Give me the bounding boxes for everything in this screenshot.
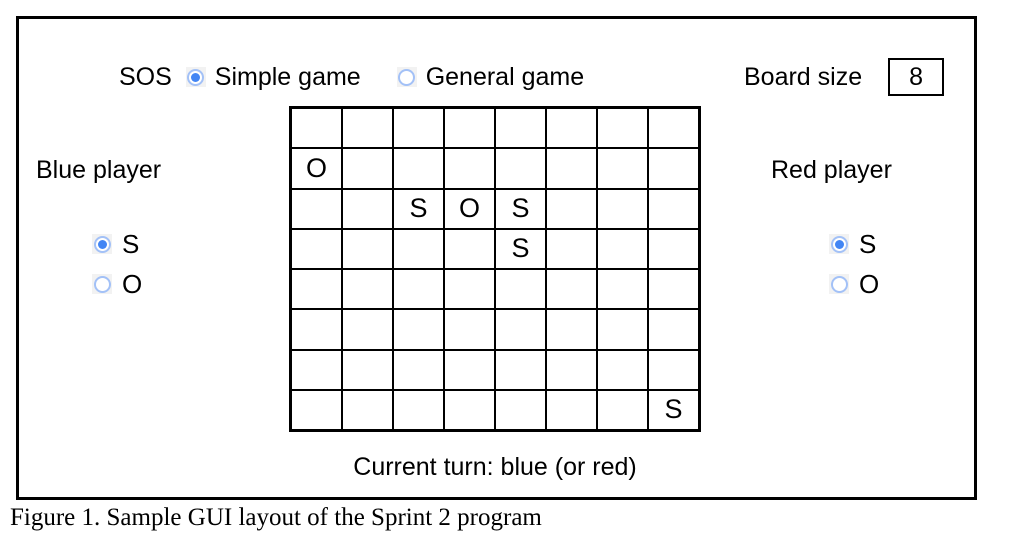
blue-o-radio[interactable] — [92, 274, 112, 294]
board-cell[interactable] — [546, 228, 597, 269]
blue-player-radios: S O — [92, 224, 142, 304]
board-cell[interactable] — [444, 389, 495, 430]
board-cell[interactable] — [393, 349, 444, 390]
board-cell[interactable] — [597, 148, 648, 189]
red-o-label[interactable]: O — [859, 268, 880, 299]
red-o-radio[interactable] — [829, 274, 849, 294]
board-cell[interactable] — [342, 228, 393, 269]
board-cell[interactable] — [393, 309, 444, 350]
board-cell[interactable] — [597, 309, 648, 350]
figure-caption: Figure 1. Sample GUI layout of the Sprin… — [10, 504, 542, 531]
board-cell[interactable] — [444, 108, 495, 149]
board-cell[interactable]: S — [495, 188, 546, 229]
board-cell[interactable] — [546, 188, 597, 229]
simple-game-radio[interactable] — [185, 67, 206, 87]
board-size-input[interactable] — [888, 58, 945, 96]
board-cell[interactable] — [291, 188, 342, 229]
blue-s-option[interactable]: S — [92, 224, 142, 264]
blue-o-label[interactable]: O — [122, 268, 143, 299]
board-cell[interactable] — [393, 148, 444, 189]
board-cell[interactable] — [495, 269, 546, 310]
board-cell[interactable]: S — [393, 188, 444, 229]
board-cell[interactable] — [342, 389, 393, 430]
radio-circle-icon — [830, 275, 848, 293]
board-cell[interactable] — [444, 309, 495, 350]
blue-s-radio[interactable] — [92, 234, 112, 254]
board-cell[interactable] — [342, 349, 393, 390]
board-cell[interactable] — [546, 309, 597, 350]
board-cell[interactable] — [495, 108, 546, 149]
general-game-label[interactable]: General game — [425, 62, 585, 91]
board-cell[interactable] — [444, 269, 495, 310]
radio-circle-icon — [93, 235, 111, 253]
board-cell[interactable] — [342, 188, 393, 229]
board-cell[interactable] — [648, 269, 699, 310]
board-cell[interactable] — [291, 349, 342, 390]
board-cell[interactable] — [546, 389, 597, 430]
simple-game-label[interactable]: Simple game — [214, 62, 361, 91]
radio-circle-icon — [398, 68, 416, 86]
board-cell[interactable] — [291, 389, 342, 430]
red-s-option[interactable]: S — [829, 224, 879, 264]
board-cell[interactable] — [342, 148, 393, 189]
board-cell[interactable] — [342, 108, 393, 149]
board-cell[interactable] — [444, 349, 495, 390]
board-cell[interactable] — [597, 269, 648, 310]
board-cell[interactable] — [291, 108, 342, 149]
board-cell[interactable] — [393, 269, 444, 310]
board-cell[interactable] — [648, 108, 699, 149]
board-size-label: Board size — [744, 62, 863, 91]
radio-circle-icon — [830, 235, 848, 253]
board-cell[interactable] — [495, 349, 546, 390]
board-cell[interactable] — [393, 108, 444, 149]
gui-window: SOS Simple game General game Board size … — [16, 16, 977, 500]
board-cell[interactable] — [597, 108, 648, 149]
red-s-radio[interactable] — [829, 234, 849, 254]
board-size-group: Board size — [744, 57, 945, 97]
board-cell[interactable] — [648, 188, 699, 229]
current-turn-status: Current turn: blue (or red) — [353, 453, 637, 481]
board-cell[interactable] — [342, 309, 393, 350]
board-cell[interactable] — [648, 228, 699, 269]
board-cell[interactable] — [597, 228, 648, 269]
board-cell[interactable] — [444, 228, 495, 269]
board-cell[interactable] — [597, 188, 648, 229]
board-cell[interactable] — [648, 309, 699, 350]
board-cell[interactable] — [597, 349, 648, 390]
board-cell[interactable] — [546, 349, 597, 390]
board-cell[interactable] — [291, 228, 342, 269]
blue-s-label[interactable]: S — [122, 228, 140, 259]
board-cell[interactable] — [495, 309, 546, 350]
board-cell[interactable] — [546, 148, 597, 189]
red-o-option[interactable]: O — [829, 264, 879, 304]
board-cell[interactable] — [546, 269, 597, 310]
radio-circle-icon — [93, 275, 111, 293]
board-cell[interactable]: O — [291, 148, 342, 189]
board-cell[interactable] — [648, 349, 699, 390]
board-cell[interactable] — [393, 389, 444, 430]
red-player-radios: S O — [829, 224, 879, 304]
board-cell[interactable] — [495, 148, 546, 189]
board-cell[interactable] — [342, 269, 393, 310]
sos-label: SOS — [119, 62, 172, 91]
blue-player-title: Blue player — [36, 156, 162, 184]
board-cell[interactable] — [597, 389, 648, 430]
board-cell[interactable] — [648, 148, 699, 189]
board-cell[interactable]: O — [444, 188, 495, 229]
board-cell[interactable]: S — [495, 228, 546, 269]
board-cell[interactable] — [291, 269, 342, 310]
game-mode-bar: SOS Simple game General game — [119, 58, 584, 96]
board-cell[interactable]: S — [648, 389, 699, 430]
blue-o-option[interactable]: O — [92, 264, 142, 304]
general-game-radio[interactable] — [396, 67, 417, 87]
red-player-title: Red player — [771, 156, 892, 184]
board-cell[interactable] — [546, 108, 597, 149]
board-cell[interactable] — [393, 228, 444, 269]
board-cell[interactable] — [444, 148, 495, 189]
red-s-label[interactable]: S — [859, 228, 877, 259]
board-cell[interactable] — [291, 309, 342, 350]
radio-circle-icon — [187, 68, 205, 86]
board-cell[interactable] — [495, 389, 546, 430]
